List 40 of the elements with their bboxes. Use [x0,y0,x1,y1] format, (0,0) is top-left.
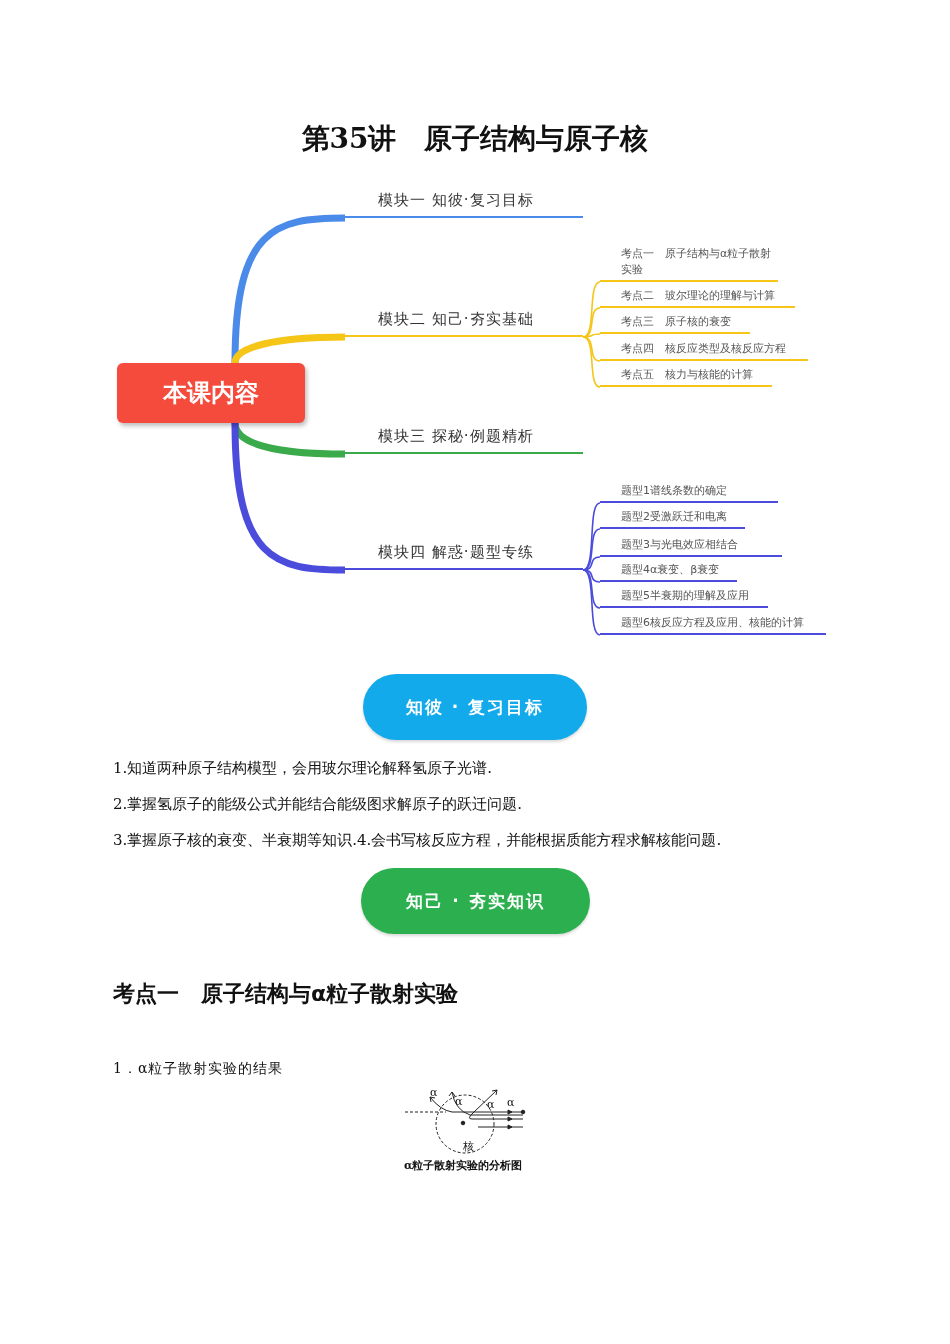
central-topic-box: 本课内容 [117,363,305,423]
objective-text: 3.掌握原子核的衰变、半衰期等知识.4.会书写核反应方程，并能根据质能方程求解核能问题. [113,833,722,848]
figure-label: α [507,1097,515,1108]
objective-text: 1.知道两种原子结构模型，会用玻尔理论解释氢原子光谱. [113,761,493,776]
subtopic: 考点五 核力与核能的计算 [600,369,772,387]
branch-topic: 模块一 知彼·复习目标 [345,186,583,218]
branch-line [582,528,601,571]
figure-caption: α粒子散射实验的分析图 [404,1160,523,1171]
figure-label: α [487,1099,495,1110]
branch-line [231,214,346,364]
branch-topic: 模块二 知己·夯实基础 [345,305,583,337]
section-banner: 知己 · 夯实知识 [361,868,590,934]
branch-line [582,569,601,636]
subtopic: 题型4α衰变、β衰变 [600,564,737,582]
branch-line [582,336,601,362]
figure-label: 核 [463,1141,474,1152]
branch-topic: 模块四 解惑·题型专练 [345,538,583,570]
subtopic: 考点四 核反应类型及核反应方程 [600,343,808,361]
section-banner: 知彼 · 复习目标 [363,674,587,740]
item-heading: 1．α粒子散射实验的结果 [113,1061,284,1075]
subtopic: 题型3与光电效应相结合 [600,539,782,557]
branch-line [582,336,601,388]
subtopic: 题型5半衰期的理解及应用 [600,590,768,608]
subtopic: 题型6核反应方程及应用、核能的计算 [600,617,826,635]
branch-line [582,569,601,583]
branch-line [231,333,346,364]
section-heading: 考点一 原子结构与α粒子散射实验 [113,983,459,1005]
objective-text: 2.掌握氢原子的能级公式并能结合能级图求解原子的跃迁问题. [113,797,523,812]
subtopic: 题型1谱线条数的确定 [600,485,778,503]
branch-topic: 模块三 探秘·例题精析 [345,422,583,454]
figure-label: α [430,1087,438,1098]
branch-line [231,422,346,574]
subtopic: 考点三 原子核的衰变 [600,316,750,334]
branch-line [582,281,601,338]
subtopic: 考点一 原子结构与α粒子散射实验 [600,248,778,282]
branch-line [582,569,601,609]
subtopic: 题型2受激跃迁和电离 [600,511,745,529]
page-title: 第35讲 原子结构与原子核 [300,121,650,157]
subtopic: 考点二 玻尔理论的理解与计算 [600,290,795,308]
figure-label: α [455,1096,463,1107]
